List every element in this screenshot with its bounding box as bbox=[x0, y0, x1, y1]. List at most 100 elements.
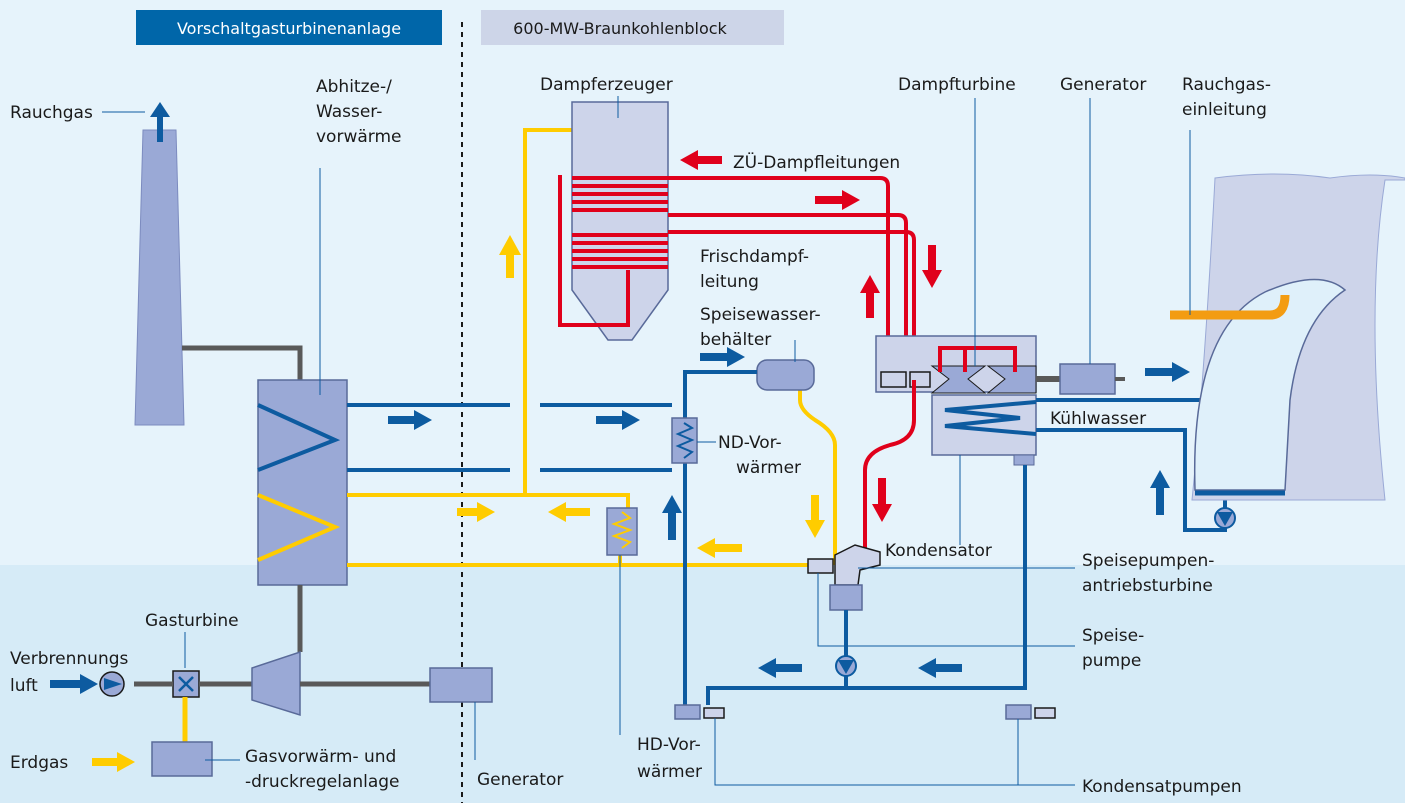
cooling-pump-arrow bbox=[1217, 512, 1233, 526]
condenser-coil bbox=[944, 400, 1037, 436]
label-generator-bottom: Generator bbox=[477, 770, 563, 790]
feedwater-arrow-down bbox=[805, 495, 825, 538]
hrsg-water-coil bbox=[257, 403, 341, 472]
steam-arrow-down bbox=[872, 478, 892, 522]
header-right-label: 600-MW-Braunkohlenblock bbox=[513, 19, 727, 38]
label-gasturbine: Gasturbine bbox=[145, 611, 239, 631]
erdgas-arrow bbox=[92, 752, 135, 772]
label-frischdampf-2: leitung bbox=[700, 272, 759, 292]
tank-arrow bbox=[700, 347, 745, 367]
steam-to-pump-turbine bbox=[863, 380, 916, 565]
feedwater-hd-loop bbox=[525, 493, 630, 508]
turbine-steam-loop bbox=[938, 346, 1017, 372]
label-rauchgas: Rauchgas bbox=[10, 103, 93, 123]
label-abhitze-3: vorwärme bbox=[316, 127, 401, 147]
rauchgas-arrow-head bbox=[150, 102, 170, 117]
label-frischdampf-1: Frischdampf- bbox=[700, 247, 809, 267]
feed-pump bbox=[829, 584, 863, 611]
water-arrow-1 bbox=[388, 410, 432, 430]
steam-coil-lower bbox=[572, 233, 668, 269]
label-generator-top: Generator bbox=[1060, 75, 1146, 95]
generator-main bbox=[1059, 363, 1116, 395]
label-abhitze-2: Wasser- bbox=[316, 102, 382, 122]
steam-line-inner bbox=[668, 230, 916, 380]
hrsg-feedwater-coil bbox=[257, 493, 341, 562]
label-verbrennung-2: luft bbox=[10, 676, 38, 696]
gas-preheating-unit bbox=[151, 741, 213, 777]
speisepumpe-leader bbox=[817, 573, 1075, 647]
label-nd-1: ND-Vor- bbox=[718, 433, 782, 453]
heat-recovery-unit bbox=[257, 379, 348, 586]
zue-arrow-left bbox=[680, 150, 722, 170]
steam-line-outer bbox=[668, 176, 890, 380]
air-intake-fan-blade bbox=[104, 678, 122, 690]
gas-turbine-body bbox=[251, 650, 301, 717]
turbine-coupling-1 bbox=[880, 371, 907, 388]
label-kondensatpumpen: Kondensatpumpen bbox=[1082, 777, 1242, 797]
label-dampferzeuger: Dampferzeuger bbox=[540, 75, 673, 95]
cooling-arrow-up bbox=[1150, 470, 1170, 515]
nd-preheater-coil bbox=[675, 422, 695, 459]
condensate-pump-arrow bbox=[838, 660, 854, 674]
flue-gas-pipe bbox=[1170, 294, 1290, 320]
water-arrow-up bbox=[662, 495, 682, 540]
turbine-stage-2 bbox=[986, 365, 1037, 394]
label-gasvorwaerm-2: -druckregelanlage bbox=[245, 772, 400, 792]
cooling-tower-inner bbox=[1193, 278, 1347, 491]
kondensatpumpen-leader bbox=[714, 718, 1075, 786]
zue-arrow-down bbox=[922, 245, 942, 288]
power-arrow bbox=[1145, 362, 1190, 382]
hd-preheater-coil bbox=[611, 511, 633, 549]
label-hd-1: HD-Vor- bbox=[637, 735, 701, 755]
label-speisepumpe-1: Speise- bbox=[1082, 626, 1144, 646]
feedwater-arrow-3 bbox=[697, 538, 742, 558]
label-erdgas: Erdgas bbox=[10, 753, 68, 773]
condensate-arrow-1 bbox=[758, 658, 802, 678]
water-arrow-2 bbox=[596, 410, 640, 430]
label-gasvorwaerm-1: Gasvorwärm- und bbox=[245, 747, 396, 767]
condenser-drain bbox=[1013, 454, 1035, 466]
label-verbrennung-1: Verbrennungs bbox=[10, 649, 129, 669]
label-zue-dampfleitungen: ZÜ-Dampfleitungen bbox=[733, 151, 900, 173]
label-kuehlwasser: Kühlwasser bbox=[1050, 409, 1146, 429]
label-speisewasser-1: Speisewasser- bbox=[700, 305, 821, 325]
label-nd-2: wärmer bbox=[736, 458, 801, 478]
header-left-box bbox=[136, 10, 442, 45]
condensate-pump-left-motor bbox=[703, 707, 725, 719]
condensate-pump-left bbox=[674, 704, 701, 720]
chimney-to-hrsg-pipe bbox=[182, 345, 303, 380]
gas-generator bbox=[429, 667, 493, 703]
feedwater-riser bbox=[347, 128, 572, 497]
label-speisepumpenantrieb-1: Speisepumpen- bbox=[1082, 551, 1214, 571]
condensate-arrow-2 bbox=[918, 658, 962, 678]
air-intake-arrow bbox=[50, 674, 98, 694]
feedwater-tank bbox=[756, 359, 815, 391]
turbine-stage-1 bbox=[930, 365, 987, 394]
steam-line-middle bbox=[668, 213, 908, 380]
feedwater-arrow-2 bbox=[548, 502, 590, 522]
condensate-pump-right bbox=[1005, 704, 1032, 720]
zue-arrow-right-1 bbox=[815, 190, 860, 210]
label-rauchgaseinleitung-1: Rauchgas- bbox=[1182, 75, 1271, 95]
label-speisepumpenantrieb-2: antriebsturbine bbox=[1082, 576, 1213, 596]
background-upper bbox=[0, 0, 1405, 565]
label-abhitze-1: Abhitze-/ bbox=[316, 77, 392, 97]
steam-return-loop bbox=[558, 175, 630, 327]
header-left-label: Vorschaltgasturbinenanlage bbox=[177, 19, 401, 38]
label-speisepumpe-2: pumpe bbox=[1082, 651, 1141, 671]
feedpump-turbine-coupling bbox=[807, 558, 834, 574]
feedwater-arrow-up bbox=[499, 235, 521, 278]
header-right-box bbox=[481, 10, 784, 45]
label-hd-2: wärmer bbox=[637, 762, 702, 782]
steam-generator bbox=[571, 101, 669, 341]
feedwater-tank-down bbox=[798, 390, 837, 565]
steam-coil-upper bbox=[572, 176, 668, 212]
zue-arrow-up bbox=[860, 275, 880, 318]
combustion-chamber-x bbox=[178, 676, 194, 692]
label-kondensator: Kondensator bbox=[885, 541, 992, 561]
label-rauchgaseinleitung-2: einleitung bbox=[1182, 100, 1267, 120]
feedwater-arrow-1 bbox=[457, 502, 495, 522]
label-speisewasser-2: behälter bbox=[700, 330, 771, 350]
